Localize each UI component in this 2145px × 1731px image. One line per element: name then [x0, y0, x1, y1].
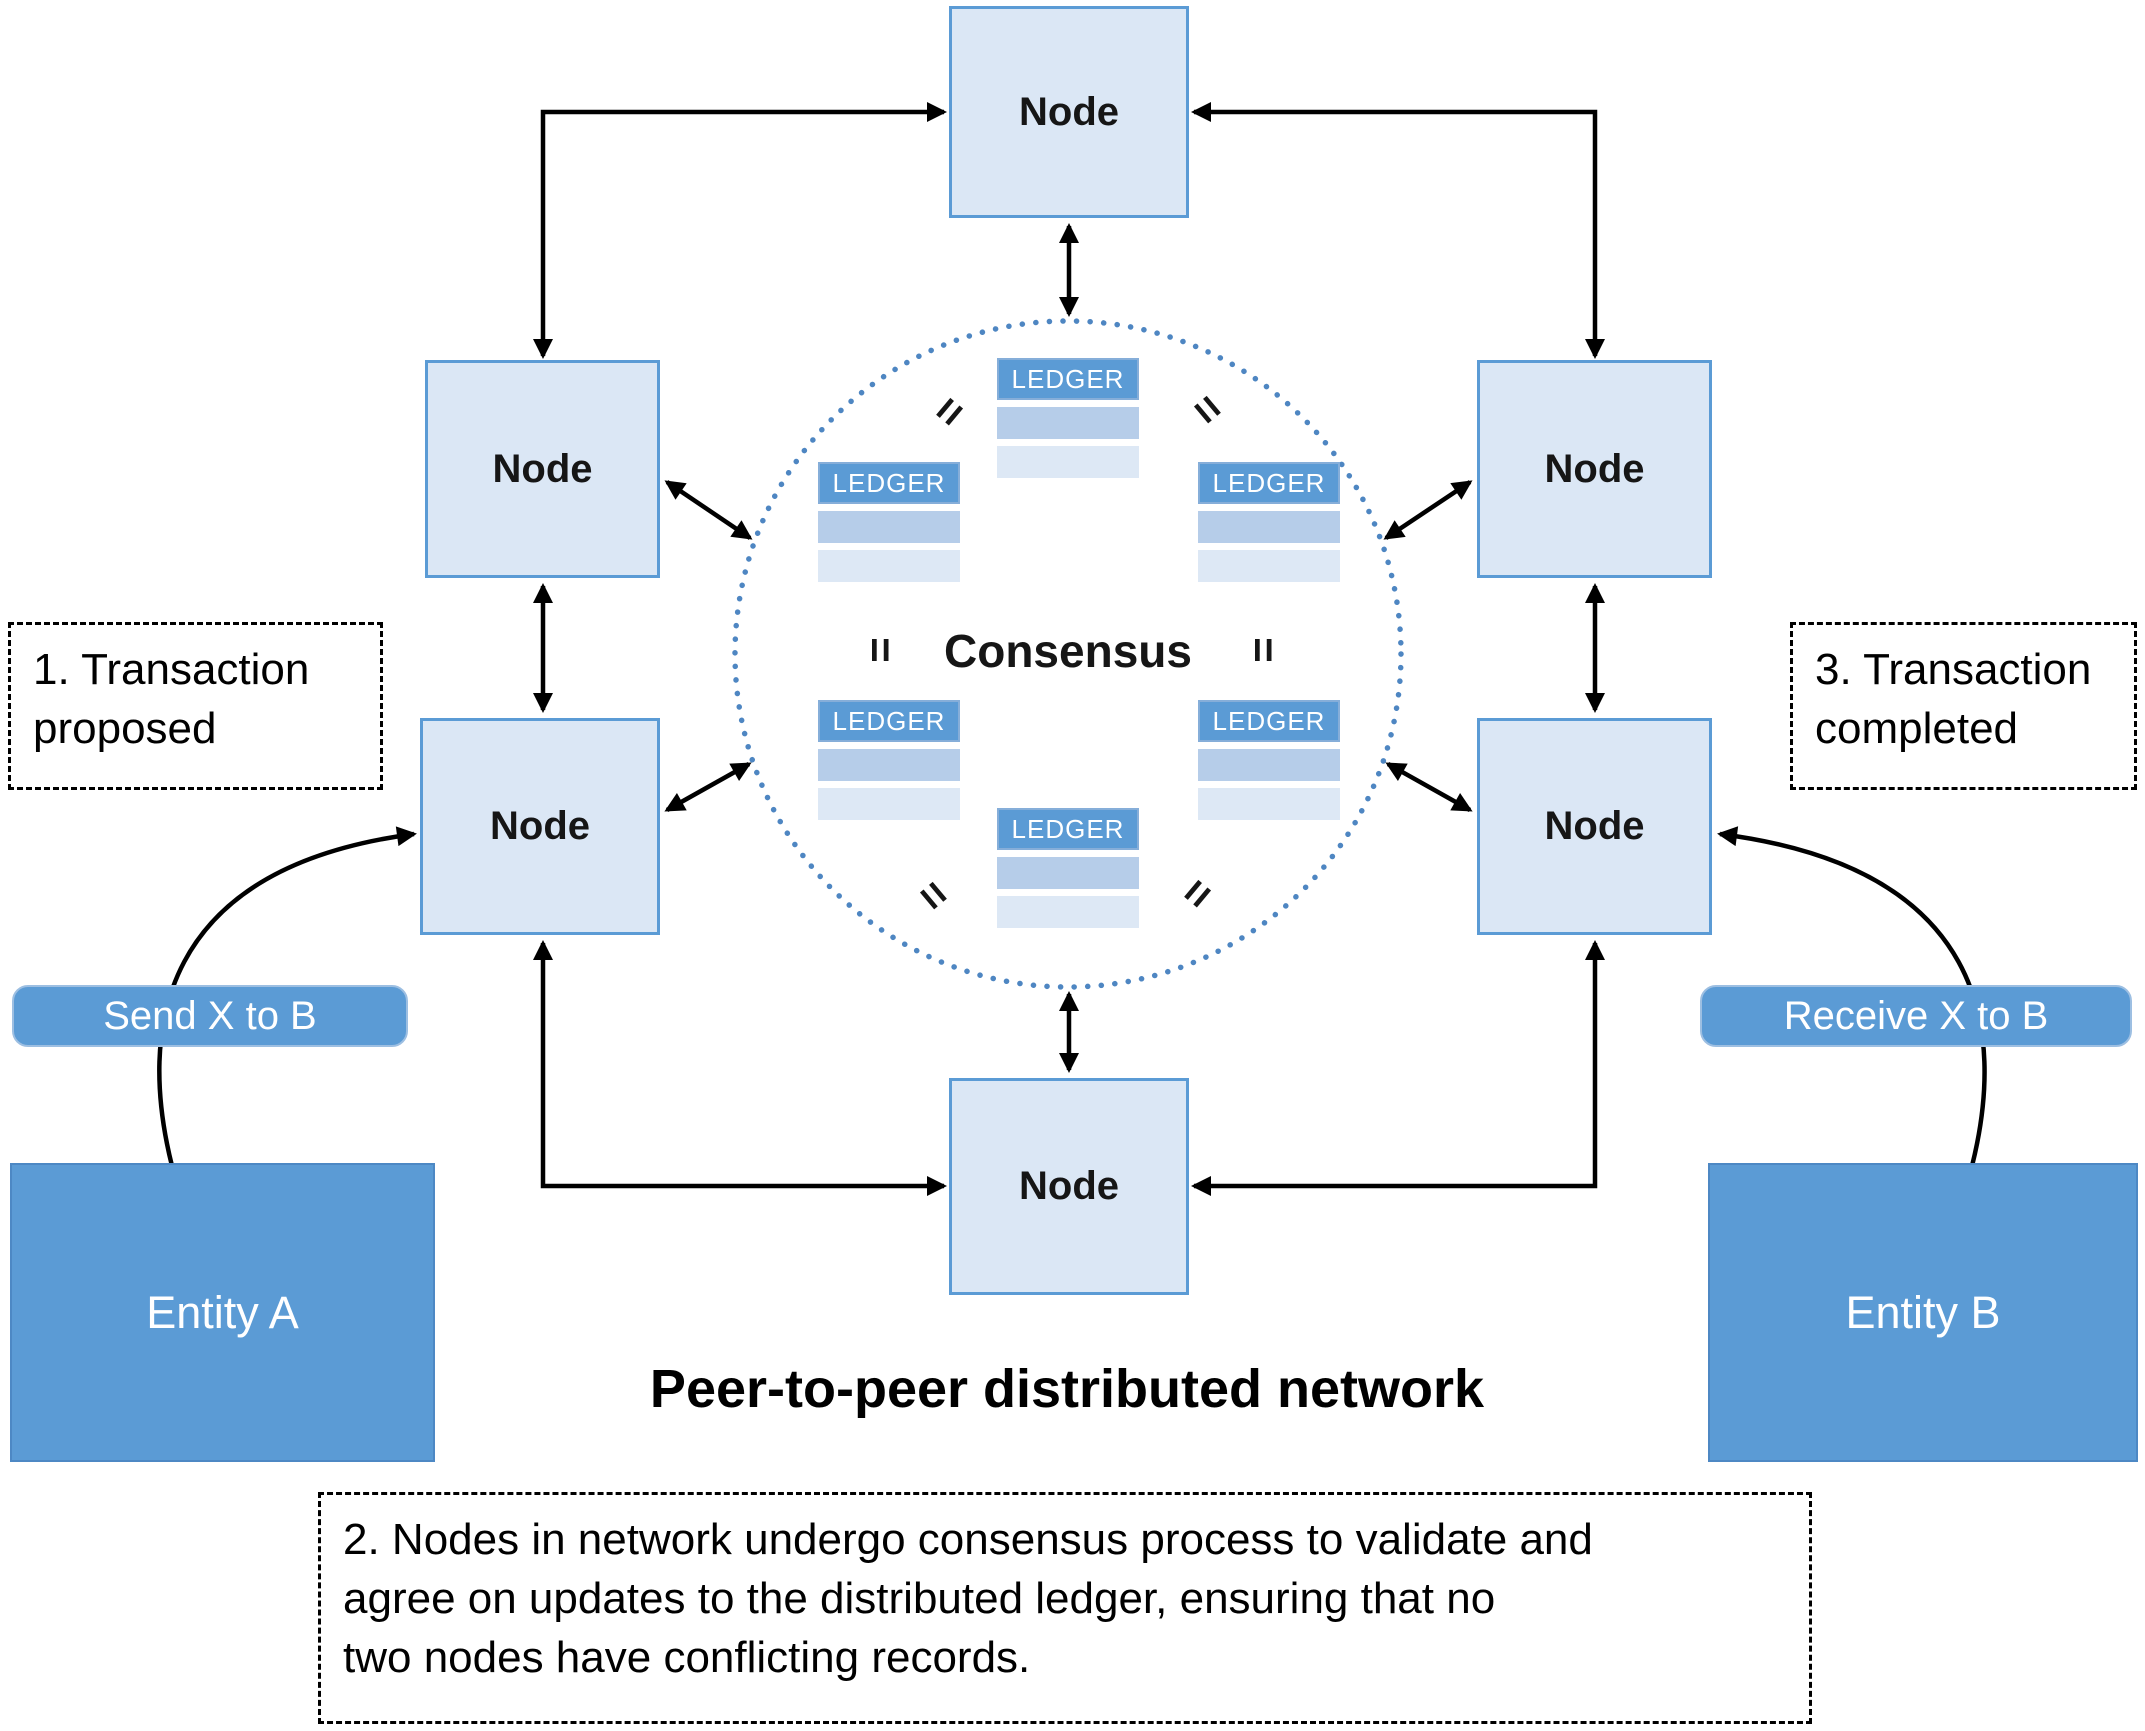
consensus-label: Consensus [944, 625, 1192, 677]
ledger-row [997, 896, 1139, 928]
ledger-row [818, 511, 960, 543]
callout-step2-line: 2. Nodes in network undergo consensus pr… [343, 1515, 1593, 1564]
ledger-table-top: LEDGER [997, 358, 1139, 478]
ledger-table-upper-right: LEDGER [1198, 462, 1340, 582]
ledger-table-lower-right: LEDGER [1198, 700, 1340, 820]
node-lower-left: Node [420, 718, 660, 935]
node-top: Node [949, 6, 1189, 218]
entity-b-label: Entity B [1845, 1286, 2001, 1338]
ledger-row [997, 446, 1139, 478]
connector-bottomright-elbow [1191, 940, 1605, 1196]
send-action-label: Send X to B [103, 993, 317, 1038]
node-label: Node [1544, 446, 1645, 491]
ledger-table-bottom: LEDGER [997, 808, 1139, 928]
connector-lowerright-circle [1385, 762, 1473, 812]
ledger-row [997, 857, 1139, 889]
connector-upperleft-circle [664, 480, 753, 540]
ledger-row [818, 550, 960, 582]
callout-step2: 2. Nodes in network undergo consensus pr… [318, 1492, 1812, 1724]
callout-step2-line: two nodes have conflicting records. [343, 1632, 1031, 1682]
node-lower-right: Node [1477, 718, 1712, 935]
arrow-entity-a-to-node [157, 826, 417, 1167]
connector-topleft-elbow [533, 102, 947, 359]
ledger-row [818, 788, 960, 820]
ledger-header: LEDGER [997, 358, 1139, 400]
callout-step3: 3. Transaction completed [1790, 622, 2137, 790]
ledger-header: LEDGER [818, 700, 960, 742]
node-label: Node [1544, 804, 1645, 848]
callout-step1: 1. Transaction proposed [8, 622, 383, 790]
node-label: Node [490, 804, 590, 848]
ledger-header: LEDGER [1198, 462, 1340, 504]
entity-a-label: Entity A [146, 1286, 299, 1338]
callout-step3-text: 3. Transaction completed [1815, 645, 2092, 753]
connector-lowerleft-circle [664, 762, 752, 812]
callout-step2-line: agree on updates to the distributed ledg… [343, 1573, 1496, 1623]
ledger-table-upper-left: LEDGER [818, 462, 960, 582]
ledger-row [818, 749, 960, 781]
consensus-circle [732, 318, 1404, 990]
ledger-header: LEDGER [997, 808, 1139, 850]
connector-bottomleft-elbow [533, 940, 947, 1196]
ledger-row [1198, 788, 1340, 820]
send-action-pill: Send X to B [12, 985, 408, 1047]
ledger-row [997, 407, 1139, 439]
node-label: Node [1019, 89, 1119, 134]
receive-action-label: Receive X to B [1783, 993, 2049, 1038]
entity-b-box: Entity B [1708, 1163, 2138, 1462]
node-label: Node [1019, 1164, 1119, 1208]
ledger-row [1198, 550, 1340, 582]
node-upper-left: Node [425, 360, 660, 578]
diagram-title: Peer-to-peer distributed network [649, 1359, 1485, 1419]
arrow-entity-b-to-node [1717, 826, 1987, 1167]
receive-action-pill: Receive X to B [1700, 985, 2132, 1047]
node-label: Node [492, 446, 593, 491]
ledger-row [1198, 749, 1340, 781]
callout-step1-text: 1. Transaction proposed [33, 645, 310, 753]
connector-upperright-circle [1383, 480, 1473, 540]
ledger-header: LEDGER [818, 462, 960, 504]
ledger-table-lower-left: LEDGER [818, 700, 960, 820]
node-upper-right: Node [1477, 360, 1712, 578]
ledger-row [1198, 511, 1340, 543]
node-bottom: Node [949, 1078, 1189, 1295]
connector-topright-elbow [1191, 102, 1605, 359]
ledger-header: LEDGER [1198, 700, 1340, 742]
entity-a-box: Entity A [10, 1163, 435, 1462]
